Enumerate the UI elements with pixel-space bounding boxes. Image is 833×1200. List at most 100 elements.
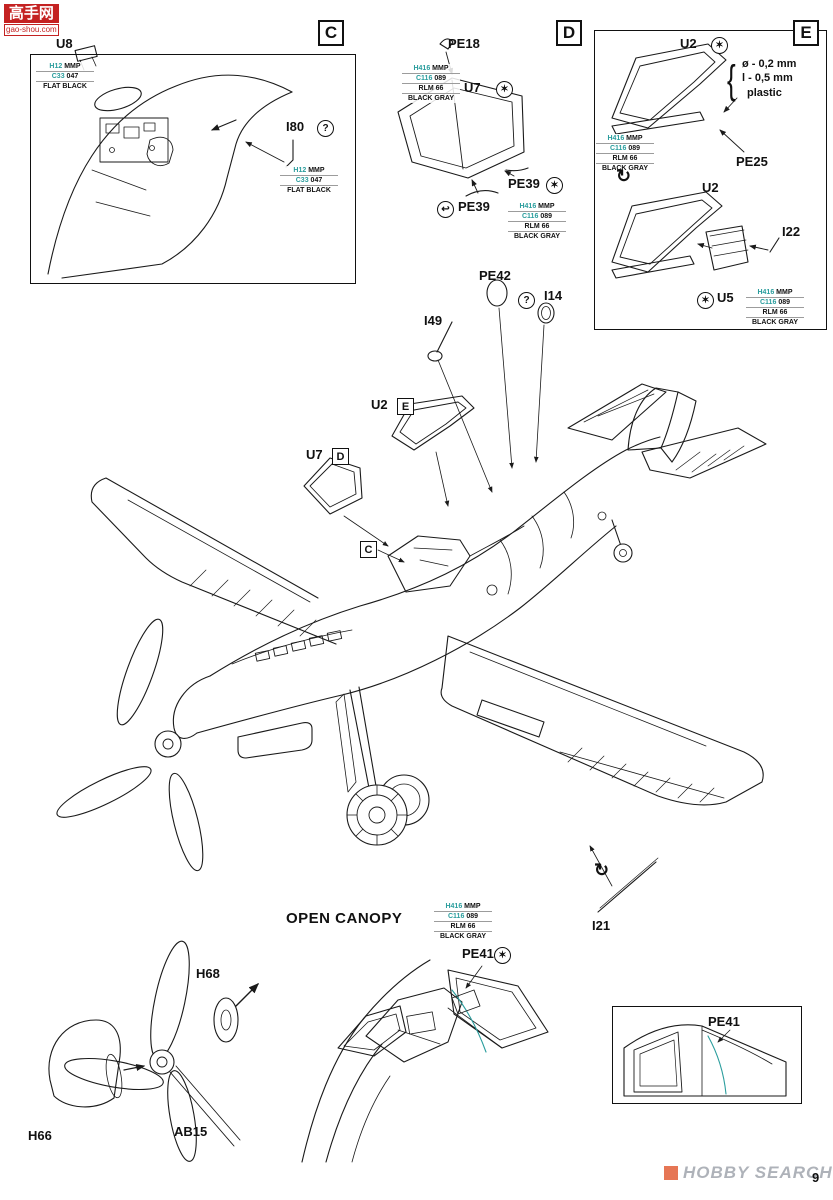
- question-glyph: ?: [523, 295, 530, 306]
- note-length: l - 0,5 mm: [742, 72, 793, 84]
- page-number: 9: [812, 1170, 820, 1185]
- hobbysearch-watermark: HOBBY SEARCH: [664, 1163, 833, 1183]
- paint-row: C116 089: [746, 298, 804, 308]
- star-symbol-icon: ✶: [494, 947, 511, 964]
- star-symbol-icon: ✶: [711, 37, 728, 54]
- part-label-u8: U8: [56, 36, 73, 51]
- part-label-i22: I22: [782, 224, 801, 239]
- part-label-h66: H66: [28, 1128, 52, 1143]
- note-material: plastic: [747, 87, 782, 99]
- paint-name: FLAT BLACK: [43, 83, 87, 90]
- section-label-e: E: [793, 20, 819, 46]
- star-glyph: ✶: [550, 180, 559, 191]
- paint-name: FLAT BLACK: [287, 187, 331, 194]
- section-label-c: C: [318, 20, 344, 46]
- ref-letter: E: [401, 400, 410, 413]
- part-label-pe42: PE42: [479, 268, 511, 283]
- rotate-icon: ↻: [594, 860, 610, 880]
- paint-callout-flat-black: H12 MMP C33 047 FLAT BLACK: [36, 62, 94, 91]
- optional-question-icon: ?: [317, 120, 334, 137]
- paint-name2: BLACK GRAY: [601, 165, 649, 172]
- paint-code: C33: [51, 73, 65, 80]
- section-letter: C: [324, 23, 338, 42]
- rotate-icon: ↻: [616, 166, 632, 186]
- paint-code2: 089: [778, 299, 790, 306]
- paint-code: C116: [448, 913, 465, 920]
- paint-row: C116 089: [434, 912, 492, 922]
- paint-row: C116 089: [508, 212, 566, 222]
- paint-code2: 089: [434, 75, 446, 82]
- paint-code2: 047: [310, 177, 323, 184]
- paint-name2: BLACK GRAY: [439, 933, 487, 940]
- part-label-ab15: AB15: [174, 1124, 208, 1139]
- part-label-u5: U5: [717, 290, 734, 305]
- ref-box-c: C: [360, 541, 377, 558]
- paint-row: C33 047: [36, 72, 94, 82]
- part-label-i21: I21: [592, 918, 611, 933]
- paint-callout-rlm66: H416 MMP C116 089 RLM 66 BLACK GRAY: [434, 902, 492, 941]
- canopy-drawings: [611, 43, 780, 279]
- paint-code: H416: [413, 65, 431, 72]
- ref-letter: C: [364, 543, 373, 556]
- section-e-panel: [594, 30, 827, 330]
- part-label-pe39: PE39: [508, 176, 540, 191]
- part-label-u7: U7: [464, 80, 481, 95]
- paint-code: H416: [607, 135, 625, 142]
- watermark-logo: 高手网 gao-shou.com: [4, 4, 59, 36]
- part-label-pe41: PE41: [462, 946, 494, 961]
- paint-code2: 089: [540, 213, 552, 220]
- paint-code: H416: [757, 289, 775, 296]
- paint-row: H416 MMP: [402, 64, 460, 74]
- paint-code: C116: [522, 213, 539, 220]
- canopy-detail-panel: [612, 1006, 802, 1104]
- star-glyph: ✶: [498, 950, 507, 961]
- watermark-title: 高手网: [4, 4, 59, 23]
- bend-symbol-icon: ↩: [437, 201, 454, 218]
- part-label-h68: H68: [196, 966, 220, 981]
- open-canopy-title: OPEN CANOPY: [286, 910, 403, 927]
- paint-code: C116: [610, 145, 627, 152]
- paint-row: H416 MMP: [508, 202, 566, 212]
- paint-row: H12 MMP: [36, 62, 94, 72]
- paint-brand: MMP: [432, 65, 449, 72]
- star-glyph: ✶: [500, 84, 509, 95]
- paint-brand: MMP: [464, 903, 481, 910]
- cockpit-sidewall-drawing: [47, 45, 294, 279]
- part-label-u7: U7: [306, 447, 323, 462]
- hobbysearch-logo-icon: [664, 1166, 678, 1180]
- windscreen-drawing: [397, 38, 529, 197]
- aircraft-drawing: [56, 383, 767, 913]
- paint-name: RLM 66: [596, 154, 654, 164]
- paint-row: H416 MMP: [596, 134, 654, 144]
- paint-row: C33 047: [280, 176, 338, 186]
- part-label-pe39: PE39: [458, 199, 490, 214]
- paint-code2: 047: [66, 73, 79, 80]
- paint-callout-rlm66: H416 MMP C116 089 RLM 66 BLACK GRAY: [746, 288, 804, 327]
- paint-name2: BLACK GRAY: [513, 233, 561, 240]
- paint-code2: 089: [628, 145, 640, 152]
- watermark-url: gao-shou.com: [4, 24, 59, 36]
- part-label-pe41: PE41: [708, 1014, 740, 1029]
- star-glyph: ✶: [715, 40, 724, 51]
- ref-box-e: E: [397, 398, 414, 415]
- paint-name: RLM 66: [746, 308, 804, 318]
- section-letter: E: [800, 23, 812, 42]
- section-label-d: D: [556, 20, 582, 46]
- paint-brand: MMP: [538, 203, 555, 210]
- paint-code: H416: [445, 903, 463, 910]
- paint-name2: BLACK GRAY: [407, 95, 455, 102]
- part-label-u2: U2: [371, 397, 388, 412]
- part-label-u2: U2: [702, 180, 719, 195]
- star-symbol-icon: ✶: [546, 177, 563, 194]
- hobbysearch-text: HOBBY SEARCH: [683, 1163, 833, 1182]
- part-label-pe25: PE25: [736, 154, 768, 169]
- paint-callout-flat-black: H12 MMP C33 047 FLAT BLACK: [280, 166, 338, 195]
- section-c-panel: [30, 54, 356, 284]
- paint-code2: 089: [466, 913, 478, 920]
- paint-callout-rlm66: H416 MMP C116 089 RLM 66 BLACK GRAY: [596, 134, 654, 173]
- paint-row: H12 MMP: [280, 166, 338, 176]
- paint-row: H416 MMP: [434, 902, 492, 912]
- part-label-i49: I49: [424, 313, 443, 328]
